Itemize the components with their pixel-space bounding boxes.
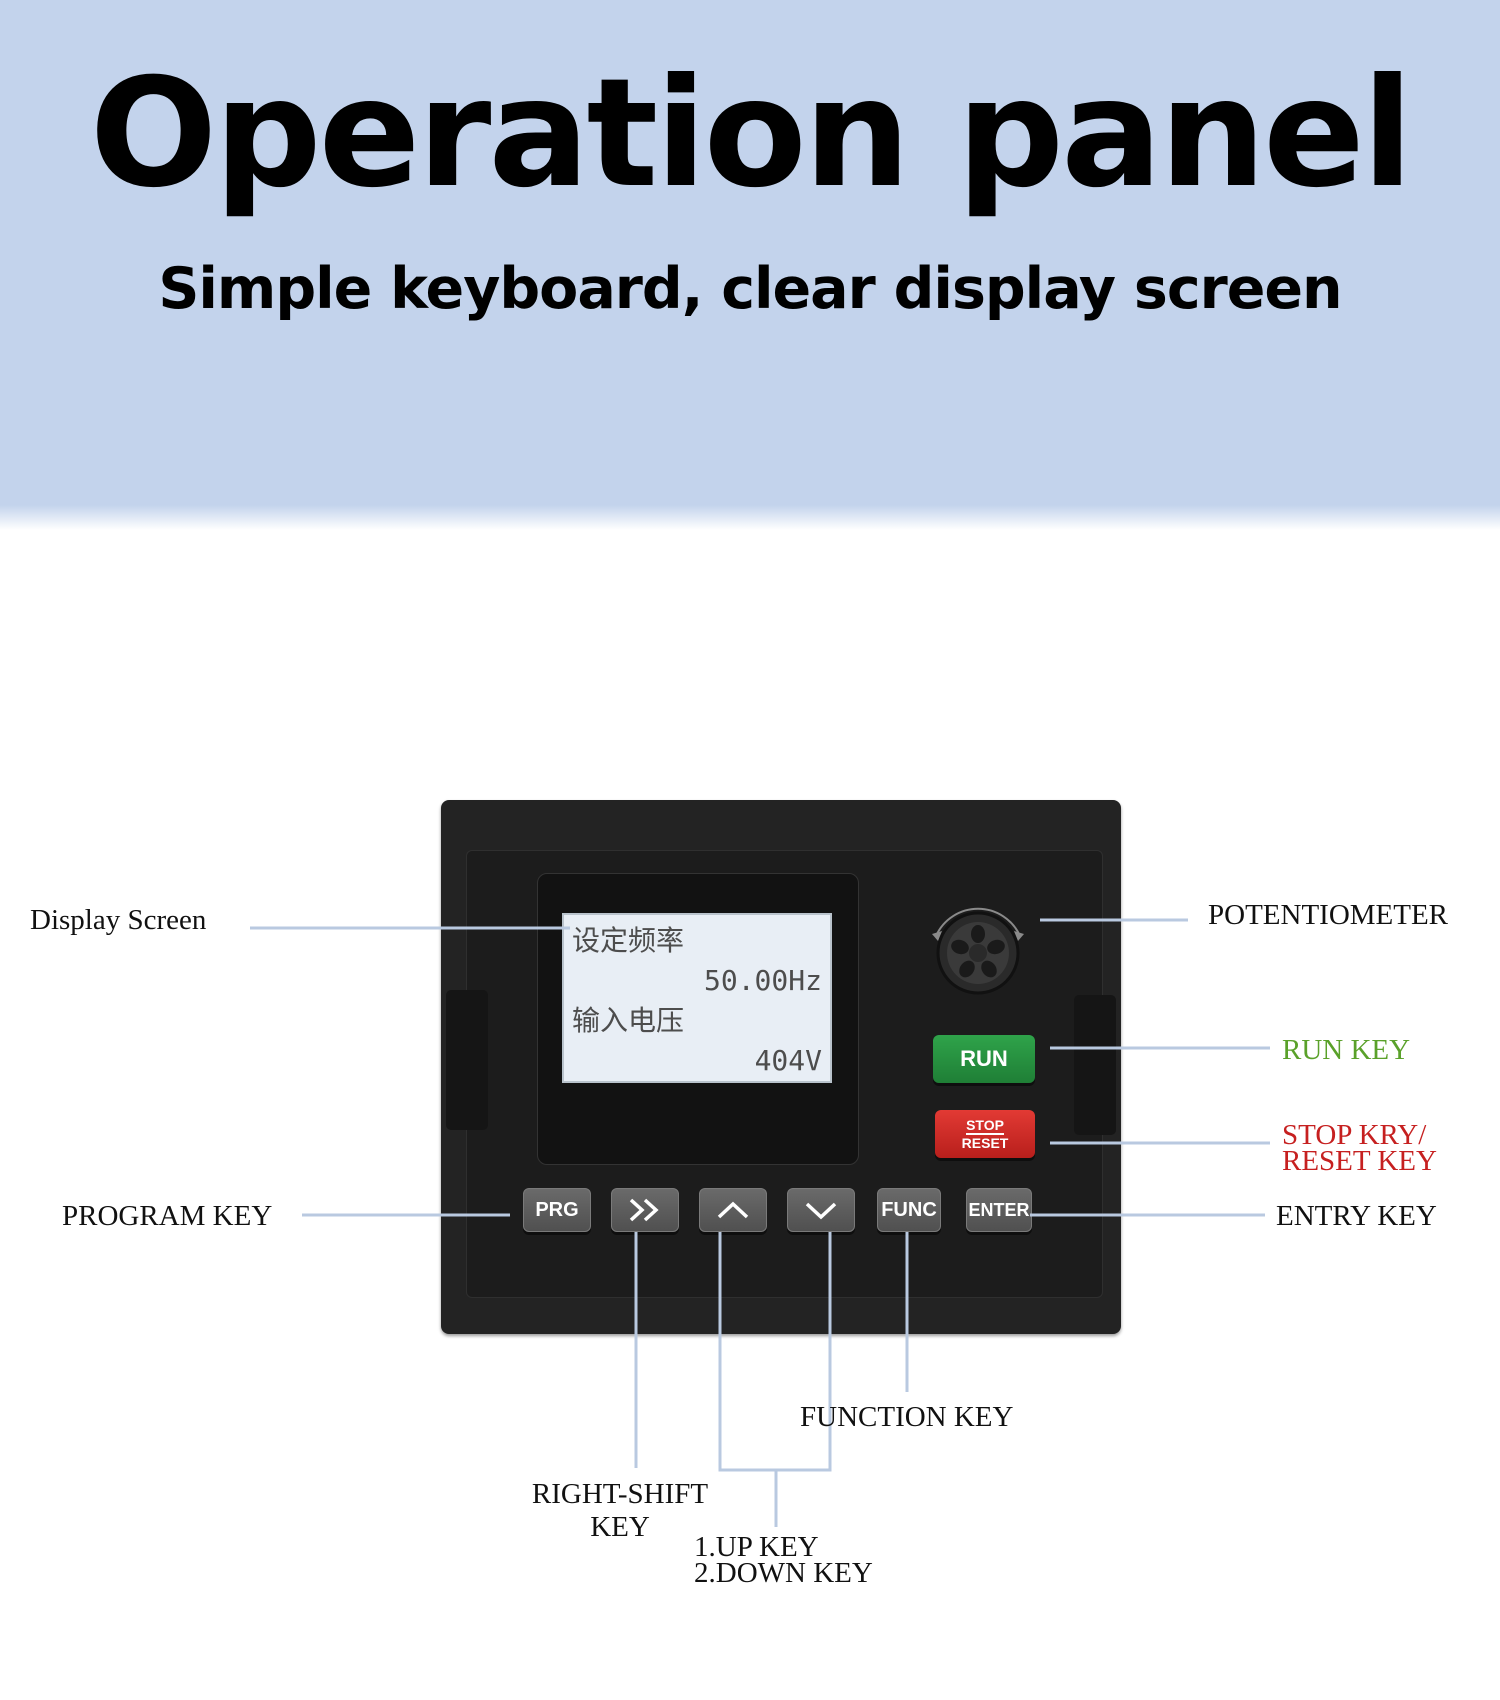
- function-key-callout: FUNCTION KEY: [800, 1401, 1014, 1433]
- potentiometer-knob[interactable]: [928, 898, 1028, 998]
- right-shift-key-callout: RIGHT-SHIFT KEY: [520, 1478, 720, 1544]
- prg-button[interactable]: PRG: [523, 1188, 591, 1232]
- down-key-callout: 2.DOWN KEY: [694, 1557, 873, 1589]
- left-mounting-clip: [446, 990, 488, 1130]
- right-mounting-clip: [1074, 995, 1116, 1135]
- entry-key-callout: ENTRY KEY: [1276, 1200, 1437, 1232]
- display-row2-value: 404V: [754, 1044, 822, 1077]
- display-row2-label: 输入电压: [572, 1004, 685, 1037]
- header-banner: [0, 0, 1500, 530]
- up-button[interactable]: [699, 1188, 767, 1232]
- program-key-callout: PROGRAM KEY: [62, 1200, 273, 1232]
- down-button[interactable]: [787, 1188, 855, 1232]
- stop-reset-callout-line2: RESET KEY: [1282, 1145, 1437, 1177]
- run-button[interactable]: RUN: [933, 1035, 1035, 1083]
- stop-reset-callout-line1: STOP KRY/: [1282, 1119, 1427, 1151]
- up-down-callout-bracket: [718, 1232, 832, 1472]
- chevron-up-icon: [717, 1201, 749, 1219]
- stop-label: STOP: [966, 1117, 1004, 1135]
- display-screen: 设定频率 50.00Hz 输入电压 404V: [562, 913, 832, 1083]
- page-title: Operation panel: [89, 47, 1414, 221]
- up-key-callout: 1.UP KEY: [694, 1531, 819, 1563]
- stop-reset-key-callout: STOP KRY/ RESET KEY: [1282, 1119, 1437, 1177]
- enter-button[interactable]: ENTER: [966, 1188, 1032, 1232]
- display-row1-label: 设定频率: [572, 924, 685, 957]
- page-subtitle: Simple keyboard, clear display screen: [158, 256, 1342, 322]
- up-down-key-callout: 1.UP KEY 2.DOWN KEY: [694, 1531, 873, 1589]
- rotation-arrow-icon: [935, 907, 1021, 937]
- run-key-callout: RUN KEY: [1282, 1034, 1411, 1066]
- func-button[interactable]: FUNC: [877, 1188, 941, 1232]
- stop-reset-button[interactable]: STOP RESET: [935, 1110, 1035, 1158]
- chevron-down-icon: [805, 1202, 837, 1220]
- right-shift-callout-line2: KEY: [590, 1511, 650, 1543]
- potentiometer-callout: POTENTIOMETER: [1208, 899, 1449, 931]
- right-shift-callout-line1: RIGHT-SHIFT: [531, 1478, 709, 1510]
- display-row1-value: 50.00Hz: [703, 964, 822, 997]
- double-chevron-right-icon: [629, 1198, 659, 1222]
- display-screen-callout: Display Screen: [30, 904, 207, 936]
- right-shift-button[interactable]: [611, 1188, 679, 1232]
- reset-label: RESET: [961, 1135, 1009, 1151]
